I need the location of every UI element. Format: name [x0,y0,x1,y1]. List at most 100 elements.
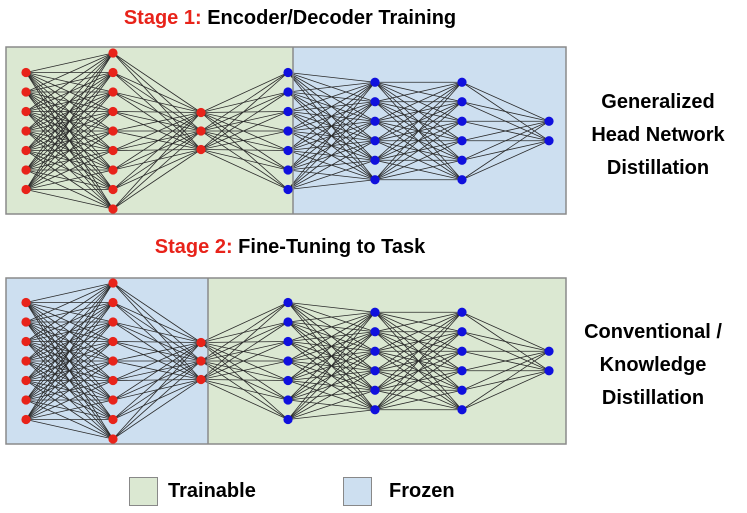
red-neuron-node [196,374,206,385]
connection-edge [200,379,289,401]
blue-neuron-node [283,356,293,366]
frozen-swatch [343,477,372,506]
blue-neuron-node [283,126,293,136]
connection-edge [461,331,550,352]
connection-edge [112,302,202,343]
connection-edge [25,150,114,190]
stage1-title: Stage 1: Encoder/Decoder Training [0,7,580,30]
connection-edge [374,350,463,411]
connection-edge [200,111,289,150]
trainable-label: Trainable [168,480,256,502]
blue-neuron-node [370,327,380,337]
blue-neuron-node [283,375,293,386]
blue-neuron-node [283,165,293,175]
stage2-title-text: Fine-Tuning to Task [238,236,426,258]
connection-edge [200,321,289,380]
red-neuron-node [21,165,31,175]
blue-neuron-node [544,136,554,146]
connection-edge [112,282,202,362]
connection-edge [112,360,202,381]
blue-neuron-node [370,405,380,415]
connection-edge [25,282,114,323]
connection-edge [200,112,289,151]
connection-edge [25,72,114,190]
connection-edge [374,331,463,411]
connection-edge [112,52,202,113]
blue-neuron-node [370,97,380,107]
connection-edge [287,81,376,190]
blue-neuron-node [370,116,380,126]
red-neuron-node [196,126,206,136]
blue-neuron-node [457,405,467,415]
blue-neuron-node [457,155,467,165]
red-neuron-node [21,395,31,405]
red-neuron-node [108,395,118,405]
connection-edge [200,111,289,113]
blue-neuron-node [457,366,467,376]
connection-edge [200,91,289,150]
blue-neuron-node [457,327,467,337]
connection-edge [112,91,202,150]
red-neuron-node [108,336,118,347]
connection-edge [25,52,114,190]
connection-edge [112,379,202,381]
connection-edge [287,81,376,93]
connection-edge [25,282,114,342]
connection-edge [112,112,202,190]
connection-edge [200,302,289,362]
connection-edge [374,389,463,411]
connection-edge [287,311,376,323]
stage2-side-label-line: Knowledge [599,354,707,376]
connection-edge [374,311,463,411]
connection-edge [461,120,550,161]
red-neuron-node [108,165,118,175]
connection-edge [112,341,202,362]
connection-edge [112,342,202,381]
connection-edge [25,419,114,440]
connection-edge [25,282,114,420]
connection-edge [25,282,114,401]
connection-edge [461,350,550,391]
red-neuron-node [108,67,118,78]
blue-neuron-node [370,155,380,165]
blue-neuron-node [457,385,467,395]
red-neuron-node [21,317,31,327]
blue-neuron-node [457,136,467,146]
red-neuron-node [21,126,31,136]
connection-edge [112,342,202,440]
blue-neuron-node [283,395,293,405]
connection-edge [25,169,114,190]
red-neuron-node [21,67,31,78]
blue-neuron-node [283,67,293,78]
blue-neuron-node [283,106,293,117]
red-neuron-node [21,87,31,97]
connection-edge [200,130,289,190]
connection-edge [200,342,289,362]
blue-neuron-node [283,87,293,97]
connection-edge [112,112,202,151]
connection-edge [25,282,114,362]
red-neuron-node [196,107,206,118]
connection-edge [287,311,376,342]
red-neuron-node [108,145,118,156]
connection-edge [374,311,463,333]
connection-edge [112,321,202,343]
network-diagram [5,46,567,445]
blue-neuron-node [370,175,380,185]
connection-edge [112,321,202,362]
connection-edge [374,120,463,181]
blue-neuron-node [370,307,380,317]
red-neuron-node [108,414,118,425]
connection-edge [112,342,202,401]
connection-edge [200,342,289,381]
connection-edge [200,130,289,171]
connection-edge [112,379,202,401]
connection-edge [287,179,376,190]
connection-edge [287,81,376,151]
connection-edge [112,302,202,362]
blue-neuron-node [370,136,380,146]
connection-edge [287,81,376,112]
blue-neuron-node [370,366,380,376]
connection-edge [200,72,289,113]
red-neuron-node [21,356,31,366]
